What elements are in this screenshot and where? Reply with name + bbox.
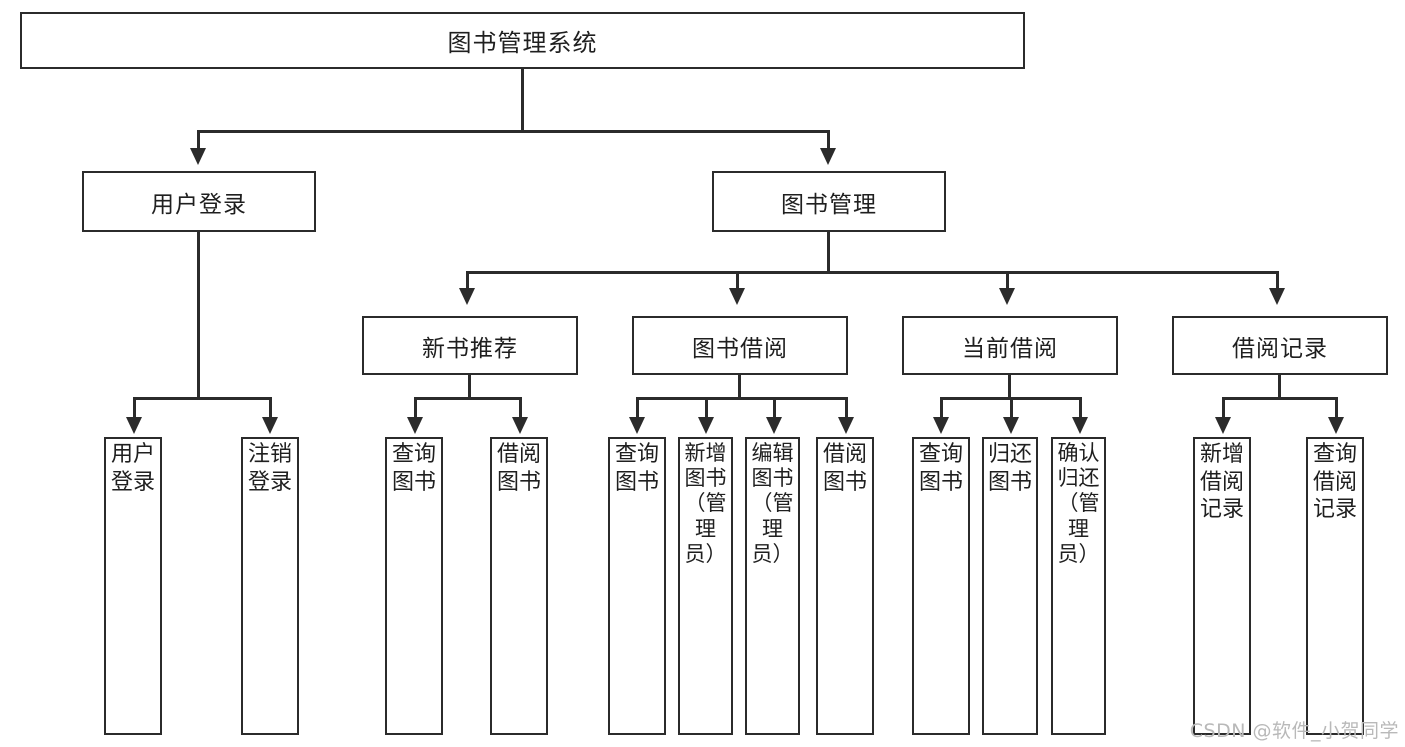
connector-cb-to-leaf-1 [940, 397, 943, 419]
node-book-management[interactable]: 图书管理 [712, 171, 946, 232]
connector-bb-to-leaf-1 [636, 397, 639, 419]
node-new-book-recommend[interactable]: 新书推荐 [362, 316, 578, 375]
arrow-root-to-user-login [190, 148, 206, 165]
leaf-label: 查询图书 [918, 442, 963, 495]
connector-cb-stem [1008, 375, 1011, 400]
connector-br-to-leaf-1 [1222, 397, 1225, 419]
connector-bb-to-leaf-4 [845, 397, 848, 419]
arrow-bm-to-book-borrow [729, 288, 745, 305]
leaf-label: 新增图书（管理员） [684, 441, 727, 566]
connector-root-bus [197, 130, 829, 133]
leaf-add-borrow-record[interactable]: 新增借阅记录 [1193, 437, 1251, 735]
arrow-nbr-to-leaf-2 [512, 417, 528, 434]
node-book-borrow[interactable]: 图书借阅 [632, 316, 848, 375]
node-label: 用户登录 [151, 191, 247, 218]
arrow-bm-to-borrow-record [1269, 288, 1285, 305]
arrow-bb-to-leaf-2 [698, 417, 714, 434]
connector-book-management-stem [827, 232, 830, 274]
connector-bm-to-current-borrow [1006, 271, 1009, 289]
arrow-root-to-book-management [820, 148, 836, 165]
connector-bm-to-borrow-record [1276, 271, 1279, 289]
node-borrow-record[interactable]: 借阅记录 [1172, 316, 1388, 375]
leaf-query-book-recommend[interactable]: 查询图书 [385, 437, 443, 735]
connector-nbr-stem [468, 375, 471, 400]
connector-nbr-bus [414, 397, 522, 400]
connector-user-login-to-leaf-2 [269, 397, 272, 419]
leaf-label: 查询图书 [391, 442, 436, 495]
leaf-add-book-admin[interactable]: 新增图书（管理员） [678, 437, 733, 735]
arrow-bb-to-leaf-3 [766, 417, 782, 434]
watermark-text: CSDN @软件_小贺同学 [1189, 720, 1399, 742]
arrow-cb-to-leaf-2 [1003, 417, 1019, 434]
node-label: 新书推荐 [422, 335, 518, 362]
node-label: 图书借阅 [692, 335, 788, 362]
leaf-logout-login[interactable]: 注销登录 [241, 437, 299, 735]
connector-bm-to-book-borrow [736, 271, 739, 289]
arrow-user-login-to-leaf-1 [126, 417, 142, 434]
node-current-borrow[interactable]: 当前借阅 [902, 316, 1118, 375]
connector-br-to-leaf-2 [1335, 397, 1338, 419]
connector-bb-to-leaf-2 [705, 397, 708, 419]
connector-root-to-user-login [197, 130, 200, 150]
connector-br-bus [1222, 397, 1338, 400]
leaf-query-book-borrow[interactable]: 查询图书 [608, 437, 666, 735]
connector-bm-to-new-book [466, 271, 469, 289]
leaf-label: 查询借阅记录 [1312, 442, 1357, 523]
leaf-label: 编辑图书（管理员） [751, 441, 794, 566]
connector-root-stem [521, 69, 524, 132]
leaf-label: 新增借阅记录 [1199, 442, 1244, 523]
connector-nbr-to-leaf-1 [414, 397, 417, 419]
leaf-edit-book-admin[interactable]: 编辑图书（管理员） [745, 437, 800, 735]
connector-br-stem [1278, 375, 1281, 400]
connector-bb-to-leaf-3 [773, 397, 776, 419]
leaf-return-book[interactable]: 归还图书 [982, 437, 1038, 735]
arrow-nbr-to-leaf-1 [407, 417, 423, 434]
arrow-br-to-leaf-2 [1328, 417, 1344, 434]
arrow-bm-to-new-book [459, 288, 475, 305]
node-user-login[interactable]: 用户登录 [82, 171, 316, 232]
leaf-label: 借阅图书 [496, 442, 541, 495]
connector-user-login-to-leaf-1 [133, 397, 136, 419]
leaf-label: 查询图书 [614, 442, 659, 495]
arrow-cb-to-leaf-3 [1072, 417, 1088, 434]
leaf-query-borrow-record[interactable]: 查询借阅记录 [1306, 437, 1364, 735]
connector-user-login-stem [197, 232, 200, 400]
arrow-br-to-leaf-1 [1215, 417, 1231, 434]
leaf-query-book-current[interactable]: 查询图书 [912, 437, 970, 735]
connector-bb-stem [738, 375, 741, 400]
node-label: 图书管理系统 [447, 29, 598, 57]
leaf-confirm-return-admin[interactable]: 确认归还（管理员） [1051, 437, 1106, 735]
node-root-system[interactable]: 图书管理系统 [20, 12, 1025, 69]
connector-nbr-to-leaf-2 [519, 397, 522, 419]
leaf-borrow-book-borrow[interactable]: 借阅图书 [816, 437, 874, 735]
arrow-bm-to-current-borrow [999, 288, 1015, 305]
connector-cb-to-leaf-3 [1079, 397, 1082, 419]
connector-user-login-bus [133, 397, 271, 400]
connector-cb-to-leaf-2 [1010, 397, 1013, 419]
arrow-bb-to-leaf-4 [838, 417, 854, 434]
node-label: 借阅记录 [1232, 335, 1328, 362]
leaf-label: 借阅图书 [822, 442, 867, 495]
node-label: 当前借阅 [962, 335, 1058, 362]
leaf-label: 用户登录 [110, 442, 155, 495]
arrow-user-login-to-leaf-2 [262, 417, 278, 434]
connector-bb-bus [636, 397, 848, 400]
leaf-label: 注销登录 [247, 442, 292, 495]
arrow-cb-to-leaf-1 [933, 417, 949, 434]
leaf-borrow-book-recommend[interactable]: 借阅图书 [490, 437, 548, 735]
leaf-label: 确认归还（管理员） [1057, 441, 1100, 566]
arrow-bb-to-leaf-1 [629, 417, 645, 434]
node-label: 图书管理 [781, 191, 877, 218]
connector-book-management-bus [466, 271, 1278, 274]
connector-root-to-book-management [827, 130, 830, 150]
leaf-label: 归还图书 [987, 442, 1032, 495]
leaf-user-login[interactable]: 用户登录 [104, 437, 162, 735]
